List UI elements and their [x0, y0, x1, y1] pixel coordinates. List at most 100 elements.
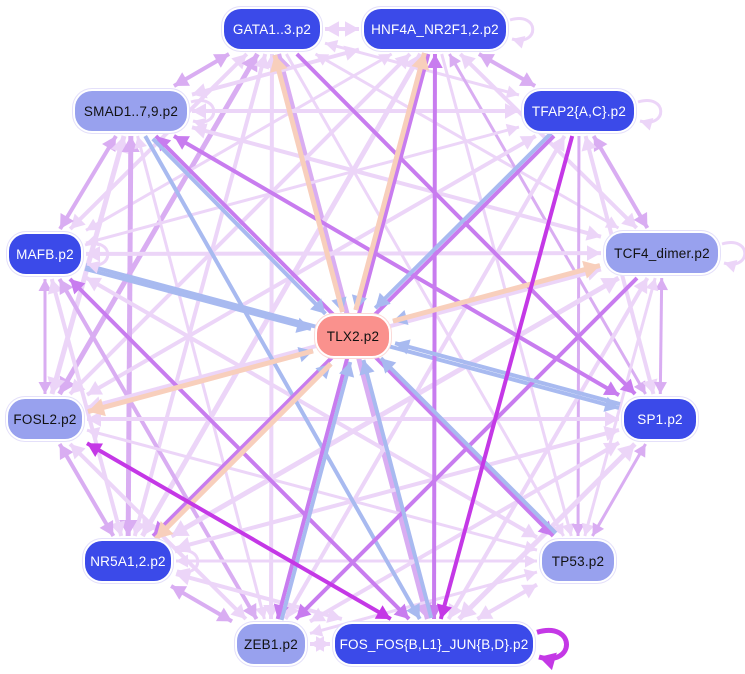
node-gata1-3[interactable]: GATA1..3.p2: [224, 9, 320, 49]
edge-mafb-tp53: [85, 275, 538, 540]
edge-hnf4a-tfap2-arrowhead: [519, 72, 536, 86]
edge-gata-tfap2-arrowhead: [325, 39, 339, 53]
edge-tlx2-gata: [272, 54, 345, 313]
edge-fos-tlx2: [361, 359, 434, 619]
node-nr5a1-2[interactable]: NR5A1,2.p2: [85, 541, 171, 581]
node-tlx2[interactable]: TLX2.p2: [317, 316, 389, 356]
edge-hnf4a-tfap2-arrowhead: [478, 54, 495, 68]
edge-fosl2-nr5a1-arrowhead: [59, 444, 74, 461]
edge-smad-zeb1-arrowhead: [255, 605, 268, 619]
edge-smad-tcf4-arrowhead: [585, 225, 601, 241]
edge-tcf4-nr5a1: [170, 275, 620, 539]
self-loop-fos-arrowhead: [539, 652, 557, 671]
edge-nr5a1-fos-arrowhead: [326, 607, 342, 623]
edge-fosl2-tp53-arrowhead: [87, 426, 101, 440]
edge-nr5a1-tp53-arrowhead: [176, 554, 188, 568]
edge-zeb1-tlx2-arrowhead: [339, 362, 355, 378]
edge-smad-tcf4: [191, 125, 602, 239]
edge-tfap2-zeb1-arrowhead: [550, 136, 565, 153]
edge-mafb-nr5a1-arrowhead: [110, 520, 126, 536]
edge-smad-fos-arrowhead: [406, 602, 420, 619]
edge-gata-hnf4a-arrowhead: [345, 21, 359, 37]
edge-nr5a1-tp53-arrowhead: [525, 554, 537, 568]
node-fosl2[interactable]: FOSL2.p2: [8, 399, 82, 439]
edge-tcf4-tp53-arrowhead: [645, 278, 659, 292]
edge-tfap2-sp1-arrowhead: [642, 378, 658, 394]
edge-tp53-fos-arrowhead: [477, 605, 494, 619]
self-loop-tfap2-arrowhead: [640, 118, 654, 131]
edge-tfap2-mafb-arrowhead: [505, 123, 519, 137]
edge-sp1-fos-arrowhead: [459, 601, 477, 619]
edge-gata-nr5a1-arrowhead: [254, 54, 270, 70]
edge-nr5a1-zeb1-arrowhead: [171, 586, 188, 600]
edge-tfap2-fos-arrowhead: [436, 603, 453, 619]
edge-tcf4-nr5a1-arrowhead: [600, 278, 619, 294]
edge-gata-tp53-arrowhead: [552, 522, 564, 536]
edge-tlx2-fosl2-arrowhead: [88, 398, 106, 417]
edge-fos-tlx2-arrowhead: [359, 359, 375, 376]
self-loop-mafb-arrowhead: [87, 261, 101, 274]
edge-hnf4a-tcf4-arrowhead: [460, 54, 476, 70]
edge-tfap2-fosl2: [86, 134, 537, 397]
edge-tlx2-hnf4a: [353, 52, 427, 311]
edge-mafb-fos-arrowhead: [69, 279, 86, 295]
node-mafb[interactable]: MAFB.p2: [9, 234, 81, 274]
edge-tcf4-zeb1: [294, 276, 639, 621]
edge-mafb-fos-arrowhead: [393, 603, 410, 619]
node-tfap2-a-c[interactable]: TFAP2{A,C}.p2: [524, 91, 634, 131]
edge-tcf4-zeb1-arrowhead: [296, 603, 312, 619]
edge-mafb-tcf4: [85, 251, 602, 256]
edge-gata-mafb-arrowhead: [70, 213, 86, 229]
node-tcf4-dimer[interactable]: TCF4_dimer.p2: [606, 233, 718, 273]
edge-tcf4-fos-arrowhead: [633, 278, 648, 295]
node-sp1[interactable]: SP1.p2: [624, 399, 696, 439]
edge-tp53-tlx2-arrowhead: [380, 358, 397, 374]
edge-mafb-nr5a1: [49, 278, 124, 537]
node-fos-fosb-l1-junb-d[interactable]: FOS_FOS{B,L1}_JUN{B,D}.p2: [335, 624, 533, 664]
edge-smad-mafb: [58, 134, 118, 231]
edge-mafb-nr5a1-arrowhead: [47, 279, 63, 295]
edge-tlx2-hnf4a-arrowhead: [411, 52, 430, 71]
edge-tfap2-fosl2-arrowhead: [87, 381, 104, 395]
node-zeb1[interactable]: ZEB1.p2: [237, 624, 305, 664]
edge-hnf4a-smad: [191, 47, 360, 97]
edge-smad-sp1-arrowhead: [173, 136, 190, 150]
edge-gata-zeb1: [269, 53, 274, 620]
edge-mafb-tp53-arrowhead: [86, 277, 103, 292]
node-hnf4a-nr2f1-2[interactable]: HNF4A_NR2F1,2.p2: [364, 9, 506, 49]
edge-tfap2-fos: [438, 135, 575, 620]
edge-smad-tlx2-arrowhead: [310, 298, 326, 314]
edge-nr5a1-fos: [175, 572, 343, 621]
edge-smad-fosl2-arrowhead: [47, 376, 66, 394]
edge-smad-mafb-arrowhead: [60, 212, 74, 229]
edge-sp1-tp53: [591, 443, 647, 537]
edge-mafb-zeb1-arrowhead: [59, 279, 74, 296]
edge-tcf4-tp53: [583, 277, 657, 537]
node-smad1-7-9[interactable]: SMAD1..7,9.p2: [75, 91, 187, 131]
edge-gata-fosl2-arrowhead: [59, 375, 76, 394]
edge-mafb-fosl2-arrowhead: [38, 382, 52, 394]
edge-fosl2-zeb1-arrowhead: [230, 603, 246, 619]
edge-tp53-zeb1: [309, 570, 538, 635]
edge-gata-zeb1-arrowhead: [263, 604, 279, 619]
edge-tfap2-tcf4-arrowhead: [633, 211, 648, 228]
self-loop-hnf4a-arrowhead: [512, 36, 526, 49]
edge-sp1-nr5a1-arrowhead: [603, 426, 619, 442]
edge-hnf4a-mafb-arrowhead: [378, 54, 392, 66]
edge-mafb-tlx2: [84, 266, 312, 331]
edge-tcf4-sp1-arrowhead: [655, 278, 669, 291]
edge-zeb1-tlx2: [279, 361, 353, 621]
edge-tp53-fos-arrowhead: [520, 584, 537, 599]
edge-zeb1-fos-arrowhead: [310, 636, 324, 652]
node-tp53[interactable]: TP53.p2: [542, 541, 614, 581]
edge-mafb-tlx2-arrowhead: [295, 317, 311, 333]
edge-sp1-zeb1-arrowhead: [602, 442, 619, 457]
edge-smad-zeb1-arrowhead: [134, 136, 147, 150]
edge-fosl2-nr5a1-arrowhead: [99, 519, 114, 536]
edge-tlx2-tcf4: [392, 263, 601, 324]
edge-smad-sp1: [172, 134, 621, 397]
edge-hnf4a-tp53-arrowhead: [561, 522, 575, 536]
edge-hnf4a-smad-arrowhead: [343, 45, 359, 61]
edge-sp1-tlx2-arrowhead: [395, 339, 411, 355]
